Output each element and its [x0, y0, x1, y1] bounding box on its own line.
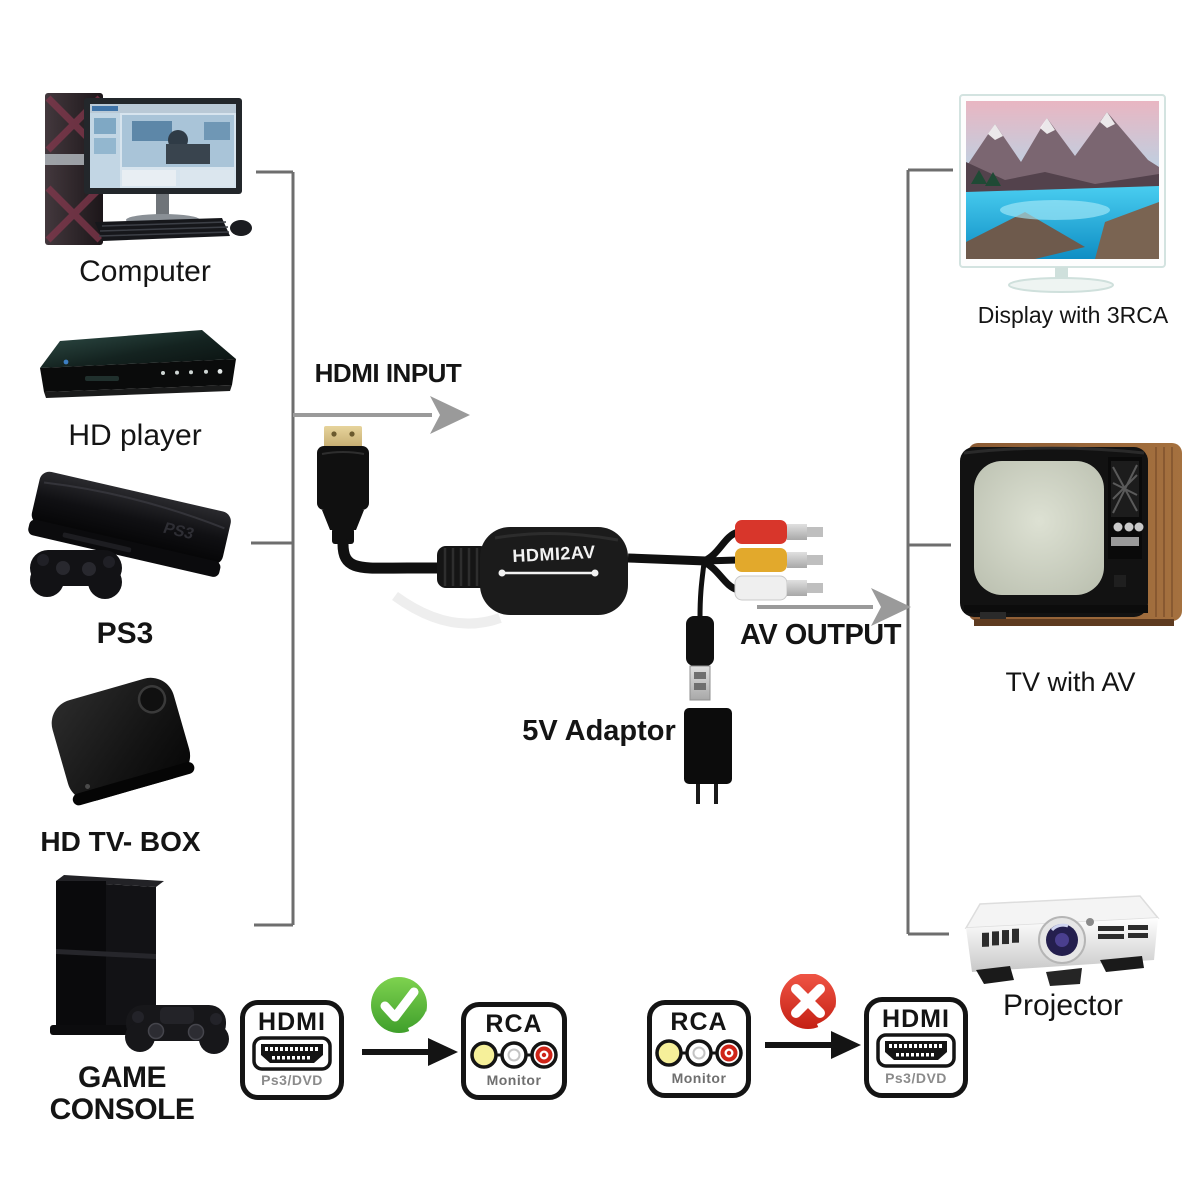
ps3-controller	[30, 550, 122, 599]
rca-plugs-icon	[702, 520, 823, 601]
game-console-controller	[125, 1005, 229, 1054]
hd-player-label: HD player	[68, 419, 202, 452]
computer-image	[45, 93, 252, 245]
computer-label: Computer	[79, 255, 211, 288]
cross-icon	[780, 974, 838, 1029]
adaptor-label: 5V Adaptor	[522, 715, 676, 747]
hdmi-box-title: HDMI	[258, 1008, 326, 1036]
not-supported-arrow-icon	[765, 1031, 861, 1059]
av-output-label: AV OUTPUT	[740, 619, 901, 651]
display-3rca-image	[959, 94, 1166, 293]
game-console-image	[50, 875, 229, 1054]
compat-hdmi-source-box: HDMI Ps3/DVD	[240, 1000, 344, 1100]
converter-cable-image	[317, 426, 823, 804]
ps3-label: PS3	[96, 617, 154, 650]
hdmi-port-icon	[252, 1035, 332, 1071]
left-bus-line	[251, 170, 295, 927]
compat-hdmi-target-box: HDMI Ps3/DVD	[864, 997, 968, 1098]
rca-box2-sub: Monitor	[671, 1070, 727, 1086]
hdmi-box2-title: HDMI	[882, 1005, 950, 1033]
hdmi-box-sub: Ps3/DVD	[261, 1072, 323, 1088]
check-icon	[371, 977, 429, 1033]
rca-box-title: RCA	[485, 1010, 543, 1038]
hd-tv-box-label: HD TV- BOX	[40, 826, 201, 857]
tv-av-image	[960, 443, 1182, 626]
rca-box-sub: Monitor	[486, 1072, 542, 1088]
game-console-label: GAME CONSOLE	[49, 1061, 195, 1126]
hd-player-image	[40, 330, 236, 398]
hdmi-box2-sub: Ps3/DVD	[885, 1070, 947, 1086]
power-adaptor-icon	[684, 708, 732, 804]
hdmi-port-icon	[876, 1033, 956, 1068]
hd-tv-box-image	[51, 677, 195, 806]
projector-image	[964, 895, 1160, 986]
tv-av-label: TV with AV	[1005, 667, 1136, 697]
compat-rca-source-box: RCA Monitor	[647, 1000, 751, 1098]
hdmi-input-label: HDMI INPUT	[314, 358, 462, 388]
supported-arrow-icon	[362, 1038, 458, 1066]
rca-jacks-icon	[655, 1038, 743, 1067]
display-3rca-label: Display with 3RCA	[977, 302, 1169, 328]
right-bus-line	[906, 168, 953, 936]
av-output-arrow-icon	[757, 588, 911, 626]
usb-plug-icon	[686, 562, 714, 701]
rca-jacks-icon	[470, 1040, 558, 1069]
hdmi-connector-icon	[317, 426, 446, 574]
converter-body	[437, 527, 707, 615]
hdmi-input-arrow-icon	[293, 396, 470, 434]
svg-text:PS3: PS3	[161, 519, 197, 543]
rca-box2-title: RCA	[670, 1008, 728, 1036]
ps3-image: PS3	[28, 471, 231, 599]
compat-rca-target-box: RCA Monitor	[461, 1002, 567, 1100]
projector-label: Projector	[1002, 989, 1124, 1022]
tv-control-panel	[1108, 457, 1144, 587]
